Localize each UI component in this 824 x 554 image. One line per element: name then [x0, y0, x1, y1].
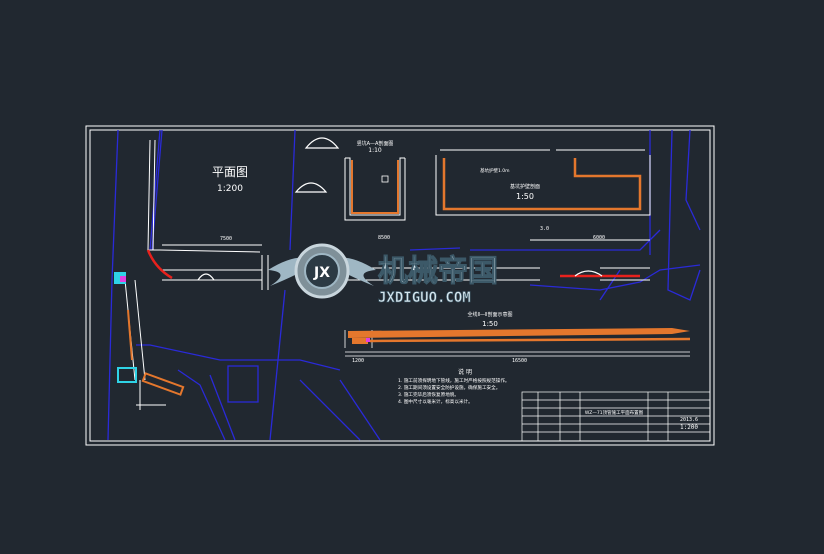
outer-frame: [85, 125, 715, 446]
watermark-logo: JX 机械帝国 JXDIGUO.COM: [268, 243, 499, 306]
orange-plan: [127, 309, 185, 396]
section-b-note: 基坑护壁1.0m: [480, 167, 510, 174]
dim-4: 3.0: [540, 226, 549, 232]
section-c-left-length: 1200: [352, 358, 364, 364]
notes-heading: 说 明: [458, 368, 472, 376]
note-1: 1. 施工前须探明地下管线，施工时严格按照规范操作。: [398, 377, 510, 384]
dim-3: 6000: [593, 235, 605, 241]
magenta-marker: [120, 276, 126, 282]
section-a-block: [381, 175, 389, 183]
section-c-start: [352, 338, 368, 344]
dim-2: 8500: [378, 235, 390, 241]
note-4: 4. 图中尺寸以毫米计，标高以米计。: [398, 398, 473, 405]
drawing-name: WZ—71顶管施工平面布置图: [585, 409, 644, 416]
section-c-pipe: [348, 328, 690, 338]
section-b-title: 基坑护壁剖面: [510, 183, 540, 190]
section-c-pipe-2: [369, 337, 691, 343]
section-b-lining: [442, 158, 642, 211]
cyan-box: [117, 367, 137, 383]
title-block-date: 2013.6: [680, 417, 698, 423]
manhole-arcs: [197, 137, 603, 281]
section-c-title: 全线Ⅱ—Ⅱ剖面示意图: [468, 311, 513, 318]
section-c-scale: 1:50: [482, 320, 498, 328]
plan-title: 平面图: [212, 165, 248, 179]
section-a-pit: [344, 157, 406, 221]
section-c-magenta: [366, 338, 370, 342]
plan-scale: 1:200: [217, 184, 243, 194]
section-a-title: 竖坑A—A剖面图: [357, 140, 394, 147]
section-a-scale: 1:10: [368, 147, 382, 154]
section-b-scale: 1:50: [516, 192, 534, 201]
inner-frame: [89, 129, 711, 442]
watermark-badge: JX: [313, 265, 330, 281]
title-block: [521, 391, 711, 442]
section-a-lining: [351, 160, 399, 214]
note-3: 3. 施工完毕后须恢复原地貌。: [398, 391, 459, 398]
note-2: 2. 施工期间须设置安全防护设施，确保施工安全。: [398, 384, 500, 391]
red-pipe: [146, 249, 640, 280]
watermark-url: JXDIGUO.COM: [378, 290, 471, 306]
dim-1: 7500: [220, 236, 232, 242]
section-b-pit: [435, 149, 651, 216]
section-c-length: 16500: [512, 358, 527, 364]
watermark-brand: 机械帝国: [378, 254, 498, 289]
title-block-scale: 1:200: [680, 424, 698, 431]
